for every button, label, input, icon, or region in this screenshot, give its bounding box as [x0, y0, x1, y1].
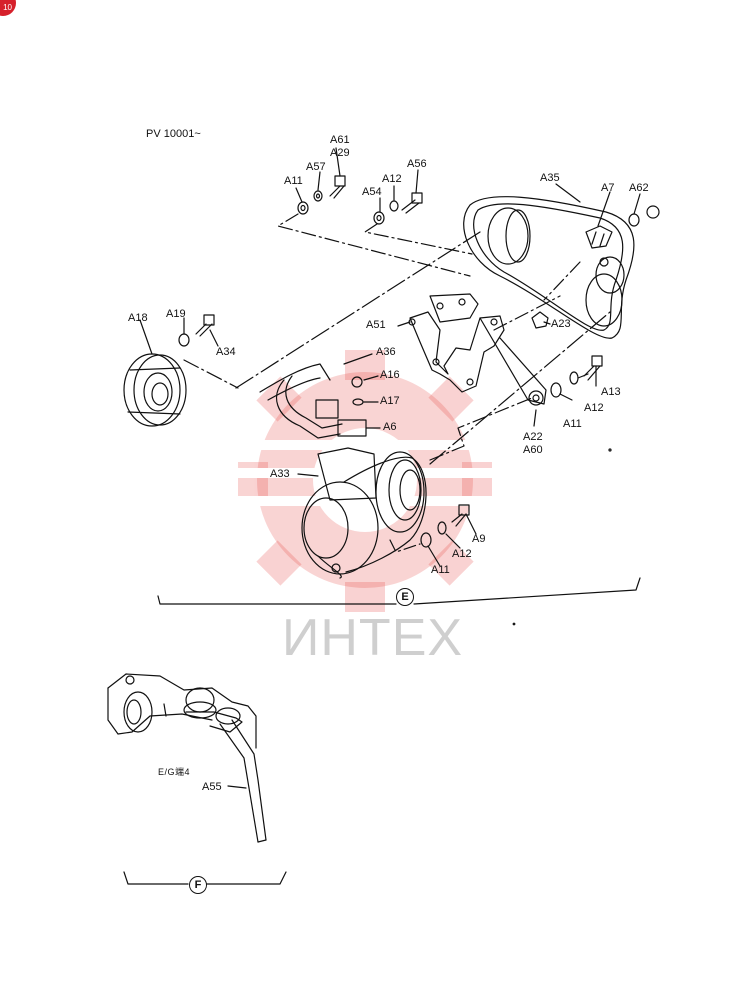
page-badge-text: 10	[3, 3, 12, 12]
label-a36: A36	[376, 346, 396, 358]
label-a16: A16	[380, 369, 400, 381]
label-a57: A57	[306, 161, 326, 173]
section-e-header: PV 10001~	[146, 128, 201, 140]
label-a61: A61	[330, 134, 350, 146]
hardware-a57	[313, 190, 323, 202]
label-a22: A22	[523, 431, 543, 443]
label-a62: A62	[629, 182, 649, 194]
hardware-a56-bolt	[401, 192, 423, 214]
section-e-marker: E	[396, 588, 414, 606]
label-a11-top: A11	[284, 175, 303, 187]
label-a12-mid: A12	[584, 402, 604, 414]
label-a11-bot: A11	[431, 564, 450, 576]
label-a23: A23	[551, 318, 571, 330]
label-a60: A60	[523, 444, 543, 456]
label-a56: A56	[407, 158, 427, 170]
hardware-a29-bolt	[329, 175, 346, 199]
label-a12-bot: A12	[452, 548, 472, 560]
hardware-a11-top	[297, 201, 309, 215]
label-a51: A51	[366, 319, 386, 331]
label-a17: A17	[380, 395, 400, 407]
label-a12-top: A12	[382, 173, 402, 185]
label-a7: A7	[601, 182, 615, 194]
label-a34: A34	[216, 346, 236, 358]
page-badge: 10	[0, 0, 16, 16]
label-a11-mid: A11	[563, 418, 582, 430]
label-a13: A13	[601, 386, 621, 398]
label-a55: A55	[202, 781, 222, 793]
hardware-a12-top	[389, 200, 399, 212]
label-a35: A35	[540, 172, 560, 184]
label-a54: A54	[362, 186, 382, 198]
section-f-marker: F	[189, 876, 207, 894]
watermark-text: ИНТЕХ	[282, 609, 464, 667]
label-a6: A6	[383, 421, 397, 433]
label-a9: A9	[472, 533, 486, 545]
hardware-a54	[373, 211, 385, 225]
label-a33: A33	[270, 468, 290, 480]
engine-label: E/G端4	[158, 767, 191, 777]
label-a18: A18	[128, 312, 148, 324]
label-a29: A29	[330, 147, 350, 159]
label-a19: A19	[166, 308, 186, 320]
